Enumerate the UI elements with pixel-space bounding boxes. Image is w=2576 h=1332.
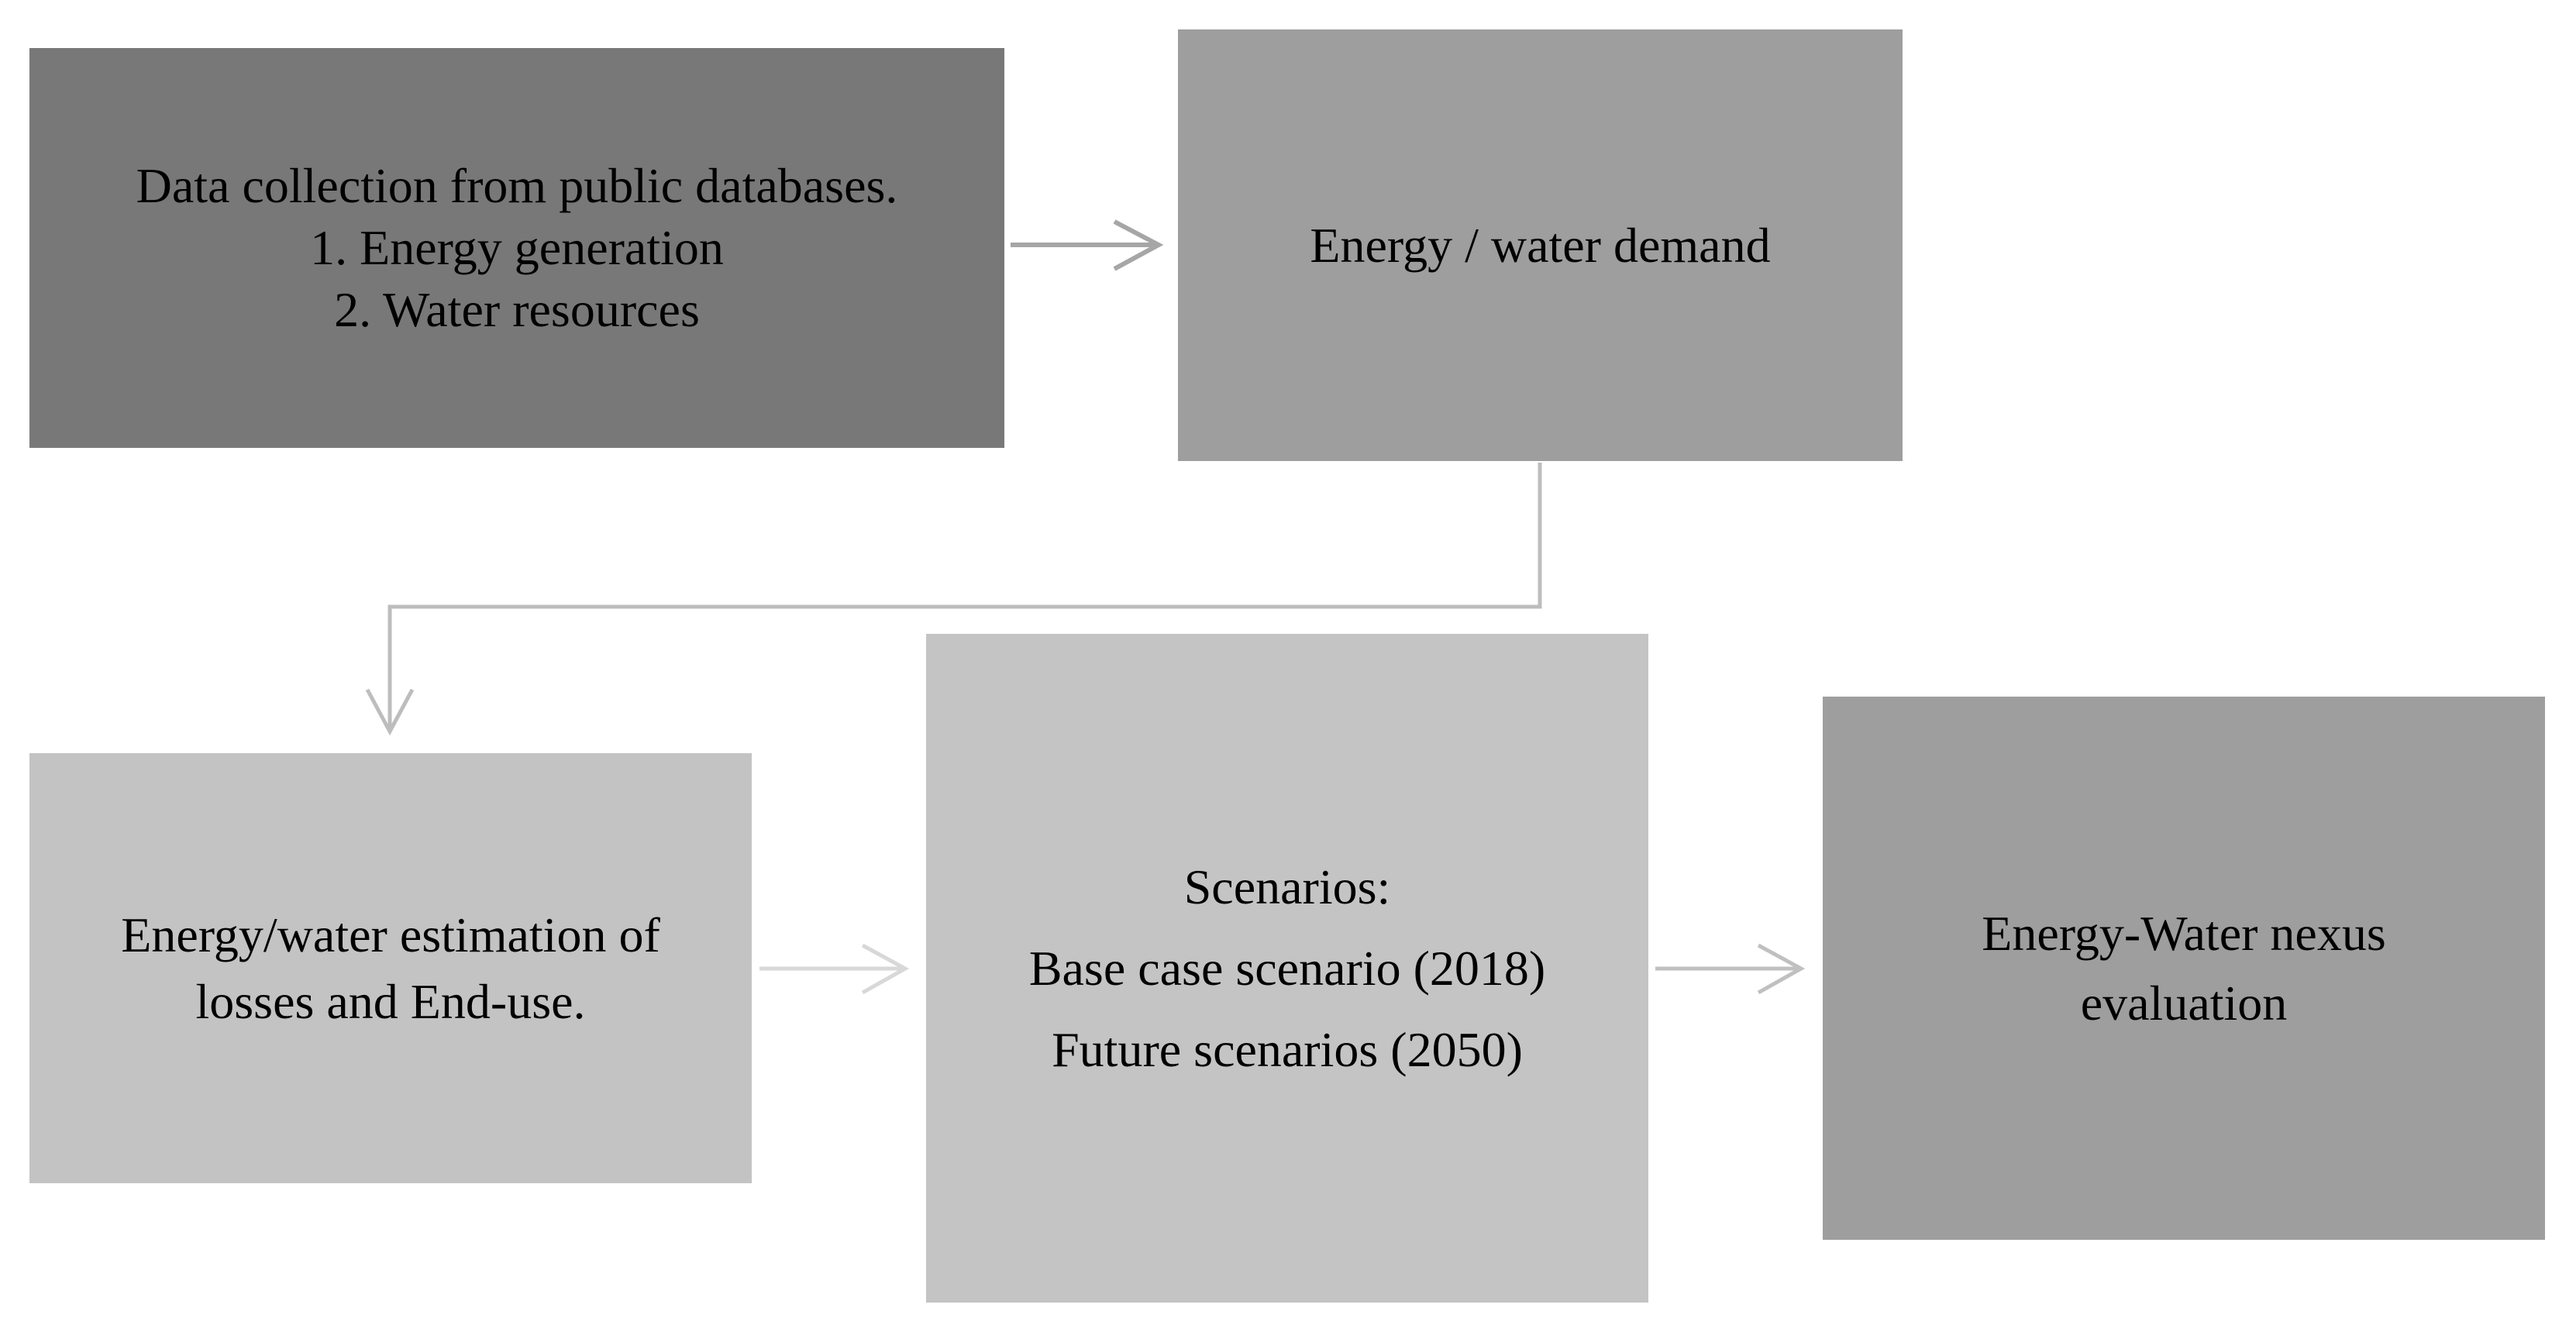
node-text-line: 1. Energy generation <box>310 220 724 275</box>
arrow-head <box>861 943 910 995</box>
arrow-head <box>365 688 415 736</box>
arrow-head <box>1757 943 1806 995</box>
node-data-collection: Data collection from public databases. 1… <box>29 48 1004 448</box>
node-text-line: Energy/water estimation of <box>121 907 660 962</box>
node-text-line: Scenarios: <box>1183 859 1391 914</box>
node-text-line: losses and End-use. <box>195 973 586 1029</box>
node-estimation-losses: Energy/water estimation of losses and En… <box>29 753 752 1183</box>
node-text-line: evaluation <box>2080 975 2288 1031</box>
node-text-line: Future scenarios (2050) <box>1052 1022 1523 1077</box>
arrow-estimation-to-scenarios <box>759 943 910 995</box>
arrow-collection-to-demand <box>1011 219 1164 271</box>
node-text-line: Base case scenario (2018) <box>1028 941 1546 996</box>
arrow-scenarios-to-nexus <box>1655 943 1806 995</box>
node-energy-water-demand: Energy / water demand <box>1178 29 1903 461</box>
node-text-line: Data collection from public databases. <box>136 158 898 213</box>
node-text-line: Energy-Water nexus <box>1982 905 2386 961</box>
node-nexus-evaluation: Energy-Water nexus evaluation <box>1823 697 2545 1240</box>
node-scenarios: Scenarios: Base case scenario (2018) Fut… <box>926 634 1648 1303</box>
arrow-head <box>1113 219 1164 271</box>
node-text-line: Energy / water demand <box>1310 217 1771 273</box>
node-text-line: 2. Water resources <box>334 282 700 337</box>
